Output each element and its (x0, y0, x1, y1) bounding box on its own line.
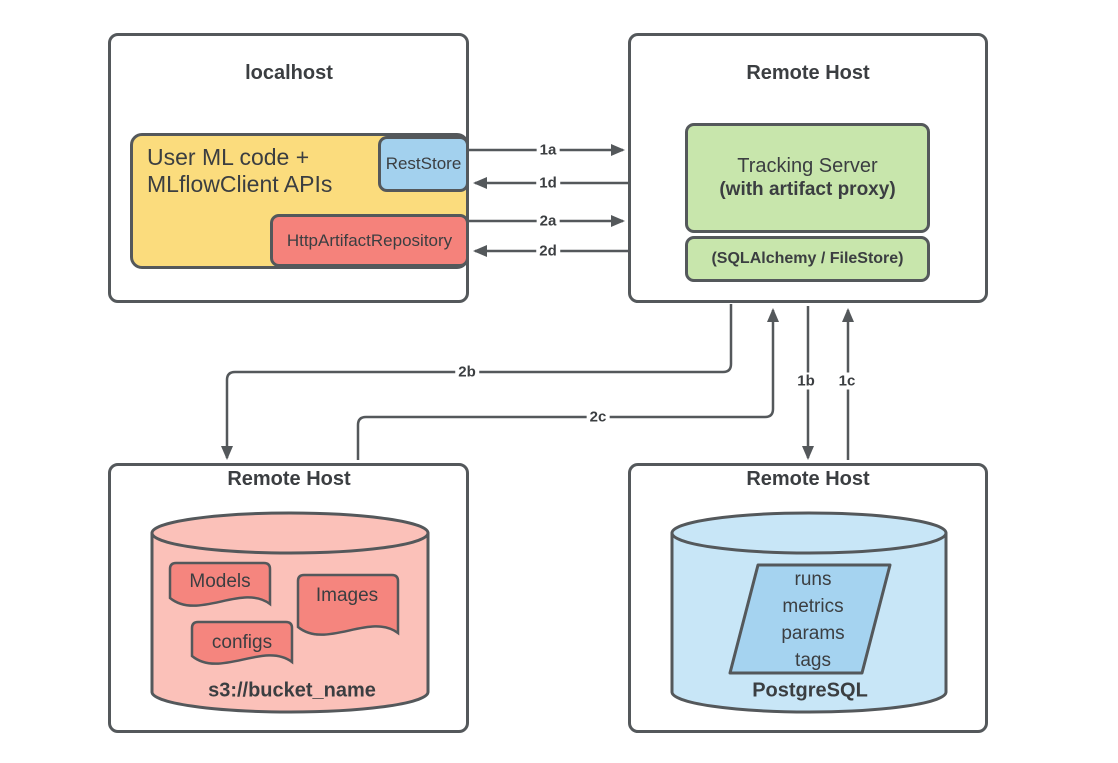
document-shape-configs (190, 620, 294, 665)
artifact-host-title: Remote Host (227, 468, 351, 490)
document-label-images: Images (315, 585, 379, 606)
document-label-configs: configs (211, 632, 273, 653)
db-host-title: Remote Host (746, 468, 870, 490)
arrow-label-1d: 1d (536, 174, 560, 192)
user-ml-code-label: User ML code + MLflowClient APIs (147, 144, 333, 197)
postgres-cylinder-top (670, 511, 948, 555)
http-artifact-repository-block: HttpArtifactRepository (270, 214, 469, 267)
s3-cylinder-top (150, 511, 430, 555)
table-metrics: metrics (782, 596, 844, 617)
tracking-host-title: Remote Host (746, 62, 870, 84)
arrow-label-1c: 1c (835, 372, 859, 390)
http-artifact-repository-label: HttpArtifactRepository (286, 230, 453, 250)
postgres-label: PostgreSQL (752, 679, 868, 702)
arrow-label-2a: 2a (536, 212, 560, 230)
document-shape-models (168, 561, 272, 607)
arrow-label-2b: 2b (455, 363, 479, 381)
arrow-label-2c: 2c (586, 408, 610, 426)
backend-store-block: (SQLAlchemy / FileStore) (685, 236, 930, 282)
tracking-server-line1: Tracking Server (737, 155, 878, 177)
rest-store-block: RestStore (378, 136, 469, 192)
table-params: params (781, 623, 845, 644)
tracking-server-line2: (with artifact proxy) (719, 179, 896, 200)
backend-store-label: (SQLAlchemy / FileStore) (711, 250, 904, 267)
tracking-server-block: Tracking Server (with artifact proxy) (685, 123, 930, 233)
arrow-label-1a: 1a (536, 141, 560, 159)
s3-bucket-label: s3://bucket_name (208, 679, 376, 702)
document-shape-images (296, 573, 400, 636)
rest-store-label: RestStore (385, 154, 462, 173)
tables-parallelogram (728, 563, 892, 675)
tables-list: runs metrics params tags (781, 566, 844, 674)
table-runs: runs (794, 569, 832, 590)
arrow-2b (221, 304, 733, 460)
tracking-server-label: Tracking Server (with artifact proxy) (719, 155, 895, 201)
table-tags: tags (795, 650, 831, 671)
document-label-models: Models (189, 571, 251, 592)
arrow-label-1b: 1b (794, 372, 818, 390)
localhost-title: localhost (245, 62, 333, 84)
arrow-2c (356, 308, 779, 460)
arrow-label-2d: 2d (536, 242, 560, 260)
